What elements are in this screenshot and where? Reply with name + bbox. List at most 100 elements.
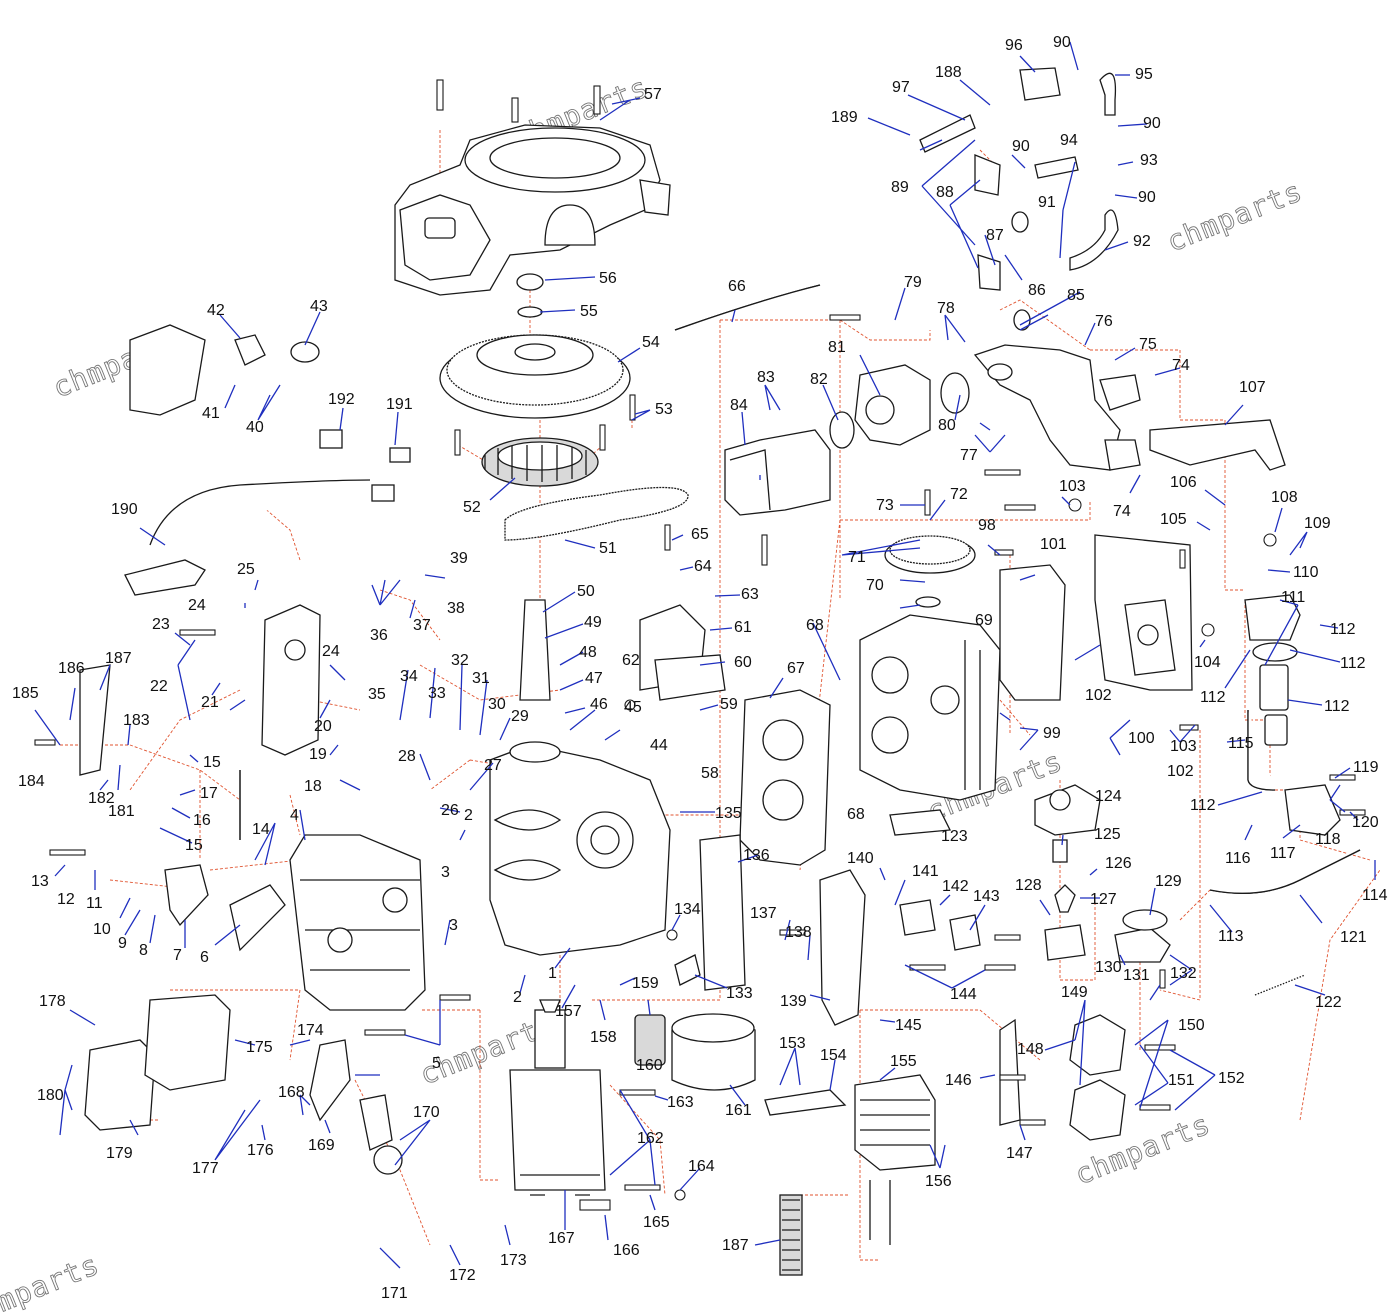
thermostat-cover (1114, 909, 1171, 963)
callout-label: 140 (847, 850, 874, 867)
callout-label: 75 (1139, 336, 1157, 353)
callout-label: 127 (1090, 891, 1117, 908)
callout-label: 14 (252, 821, 270, 838)
callout-label: 150 (1178, 1017, 1205, 1034)
callout-label: 106 (1170, 474, 1197, 491)
callout-label: 120 (1352, 814, 1379, 831)
callout-label: 170 (413, 1104, 440, 1121)
callout-label: 111 (1281, 589, 1305, 606)
callout-label: 158 (590, 1029, 617, 1046)
parts-layer (34, 67, 1366, 1276)
callout-label: 96 (1005, 37, 1023, 54)
callout-label: 185 (12, 685, 39, 702)
callout-label: 178 (39, 993, 66, 1010)
callout-label: 82 (810, 371, 828, 388)
callout-label: 161 (725, 1102, 752, 1119)
callout-label: 49 (584, 614, 602, 631)
callout-label: 2 (464, 807, 473, 824)
callout-label: 6 (200, 949, 209, 966)
head-cover (999, 534, 1193, 701)
callout-label: 76 (1095, 313, 1113, 330)
callout-label: 68 (847, 806, 865, 823)
callout-label: 53 (655, 401, 673, 418)
callout-label: 42 (207, 302, 225, 319)
callout-label: 183 (123, 712, 150, 729)
throttle-body (829, 364, 970, 449)
ecu-module (84, 994, 231, 1131)
callout-label: 80 (938, 417, 956, 434)
callout-label: 110 (1293, 564, 1319, 581)
callout-label: 165 (643, 1214, 670, 1231)
callout-label: 72 (950, 486, 968, 503)
callout-label: 179 (106, 1145, 133, 1162)
callout-label: 108 (1271, 489, 1298, 506)
callout-label: 51 (599, 540, 617, 557)
callout-label: 126 (1105, 855, 1132, 872)
callout-label: 169 (308, 1137, 335, 1154)
callout-label: 181 (108, 803, 135, 820)
callout-label: 12 (57, 891, 75, 908)
callout-label: 135 (715, 805, 742, 822)
callout-label: 187 (105, 650, 132, 667)
callout-label: 154 (820, 1047, 847, 1064)
callout-label: 147 (1006, 1145, 1033, 1162)
callout-label: 101 (1040, 536, 1067, 553)
callout-label: 186 (58, 660, 85, 677)
callout-labels: 1 2 2 3 3 4 5 6 7 8 9 10 11 12 13 14 15 … (12, 34, 1388, 1302)
callout-label: 33 (428, 685, 446, 702)
callout-label: 19 (309, 746, 327, 763)
crankcase (289, 834, 426, 1011)
callout-label: 112 (1330, 621, 1356, 638)
callout-label: 58 (701, 765, 719, 782)
stator (481, 437, 599, 487)
callout-label: 128 (1015, 877, 1042, 894)
callout-label: 162 (637, 1130, 664, 1147)
callout-label: 81 (828, 339, 846, 356)
callout-label: 192 (328, 391, 355, 408)
callout-label: 107 (1239, 379, 1266, 396)
callout-label: 119 (1353, 759, 1379, 776)
callout-label: 38 (447, 600, 465, 617)
callout-label: 102 (1085, 687, 1112, 704)
callout-label: 157 (555, 1003, 582, 1020)
callout-label: 166 (613, 1242, 640, 1259)
callout-label: 5 (432, 1055, 441, 1072)
callout-label: 7 (173, 947, 182, 964)
head-gasket (739, 689, 831, 866)
callout-label: 73 (876, 497, 894, 514)
fuel-pump (1244, 594, 1341, 836)
callout-label: 93 (1140, 152, 1158, 169)
callout-label: 180 (37, 1087, 64, 1104)
callout-label: 118 (1315, 831, 1341, 848)
callout-label: 142 (942, 878, 969, 895)
callout-label: 112 (1200, 689, 1226, 706)
callout-label: 57 (644, 86, 662, 103)
callout-label: 92 (1133, 233, 1151, 250)
callout-label: 30 (488, 696, 506, 713)
callout-label: 103 (1059, 478, 1086, 495)
callout-label: 21 (201, 694, 219, 711)
intake-manifold (973, 344, 1141, 471)
wire-harness (124, 429, 411, 596)
callout-label: 172 (449, 1267, 476, 1284)
callout-label: 190 (111, 501, 138, 518)
callout-label: 114 (1362, 887, 1388, 904)
oil-pump (1034, 784, 1101, 961)
callout-label: 132 (1170, 965, 1197, 982)
callout-label: 182 (88, 790, 115, 807)
callout-label: 28 (398, 748, 416, 765)
callout-label: 46 (590, 696, 608, 713)
callout-label: 88 (936, 184, 954, 201)
callout-label: 89 (891, 179, 909, 196)
callout-label: 78 (937, 300, 955, 317)
callout-label: 112 (1340, 655, 1366, 672)
callout-label: 83 (757, 369, 775, 386)
callout-label: 109 (1304, 515, 1331, 532)
callout-label: 74 (1113, 503, 1131, 520)
callout-label: 174 (297, 1022, 324, 1039)
callout-label: 173 (500, 1252, 527, 1269)
callout-label: 13 (31, 873, 49, 890)
callout-label: 86 (1028, 282, 1046, 299)
callout-label: 122 (1315, 994, 1342, 1011)
callout-label: 65 (691, 526, 709, 543)
